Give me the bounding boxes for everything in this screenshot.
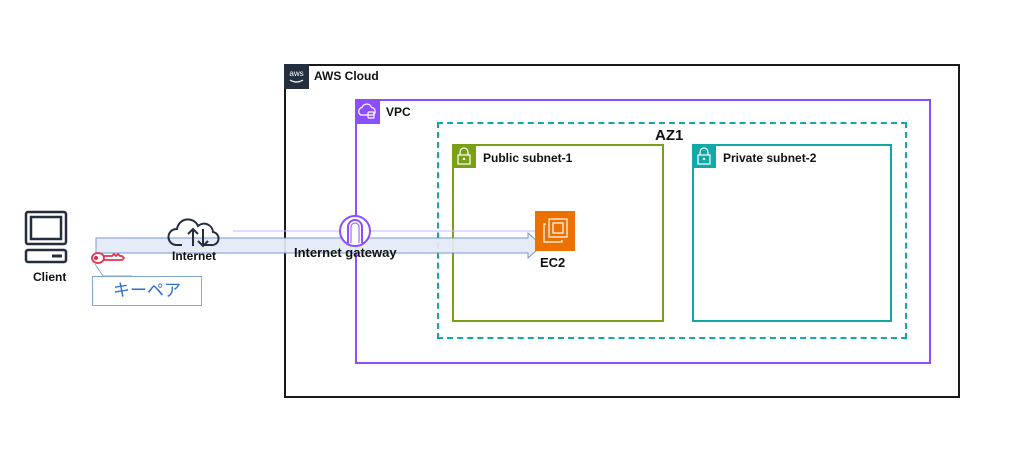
public-subnet-label: Public subnet-1	[483, 151, 573, 165]
private-subnet-lock-icon	[692, 144, 716, 168]
aws-logo-icon: aws	[284, 64, 309, 89]
svg-text:aws: aws	[289, 69, 303, 78]
private-subnet-label: Private subnet-2	[723, 151, 817, 165]
internet-label: Internet	[172, 249, 217, 263]
key-pair-callout: キーペア	[92, 276, 202, 306]
internet-cloud-icon	[167, 218, 220, 248]
ec2-instance-icon[interactable]	[535, 211, 575, 251]
public-subnet-group	[452, 144, 664, 322]
private-subnet-group	[692, 144, 892, 322]
internet-gateway-icon	[339, 215, 371, 247]
vpc-cloud-lock-icon	[355, 99, 380, 124]
client-label: Client	[33, 270, 67, 284]
aws-cloud-label: AWS Cloud	[314, 69, 379, 83]
key-pair-key-icon	[91, 252, 126, 264]
key-pair-callout-pointer	[94, 263, 132, 277]
client-computer-icon	[24, 210, 68, 264]
az-label: AZ1	[655, 127, 684, 144]
client-to-ec2-arrow	[95, 231, 543, 260]
ec2-label: EC2	[540, 255, 566, 270]
public-subnet-lock-icon	[452, 144, 476, 168]
vpc-label: VPC	[386, 105, 411, 119]
internet-gateway-label: Internet gateway	[294, 245, 397, 260]
